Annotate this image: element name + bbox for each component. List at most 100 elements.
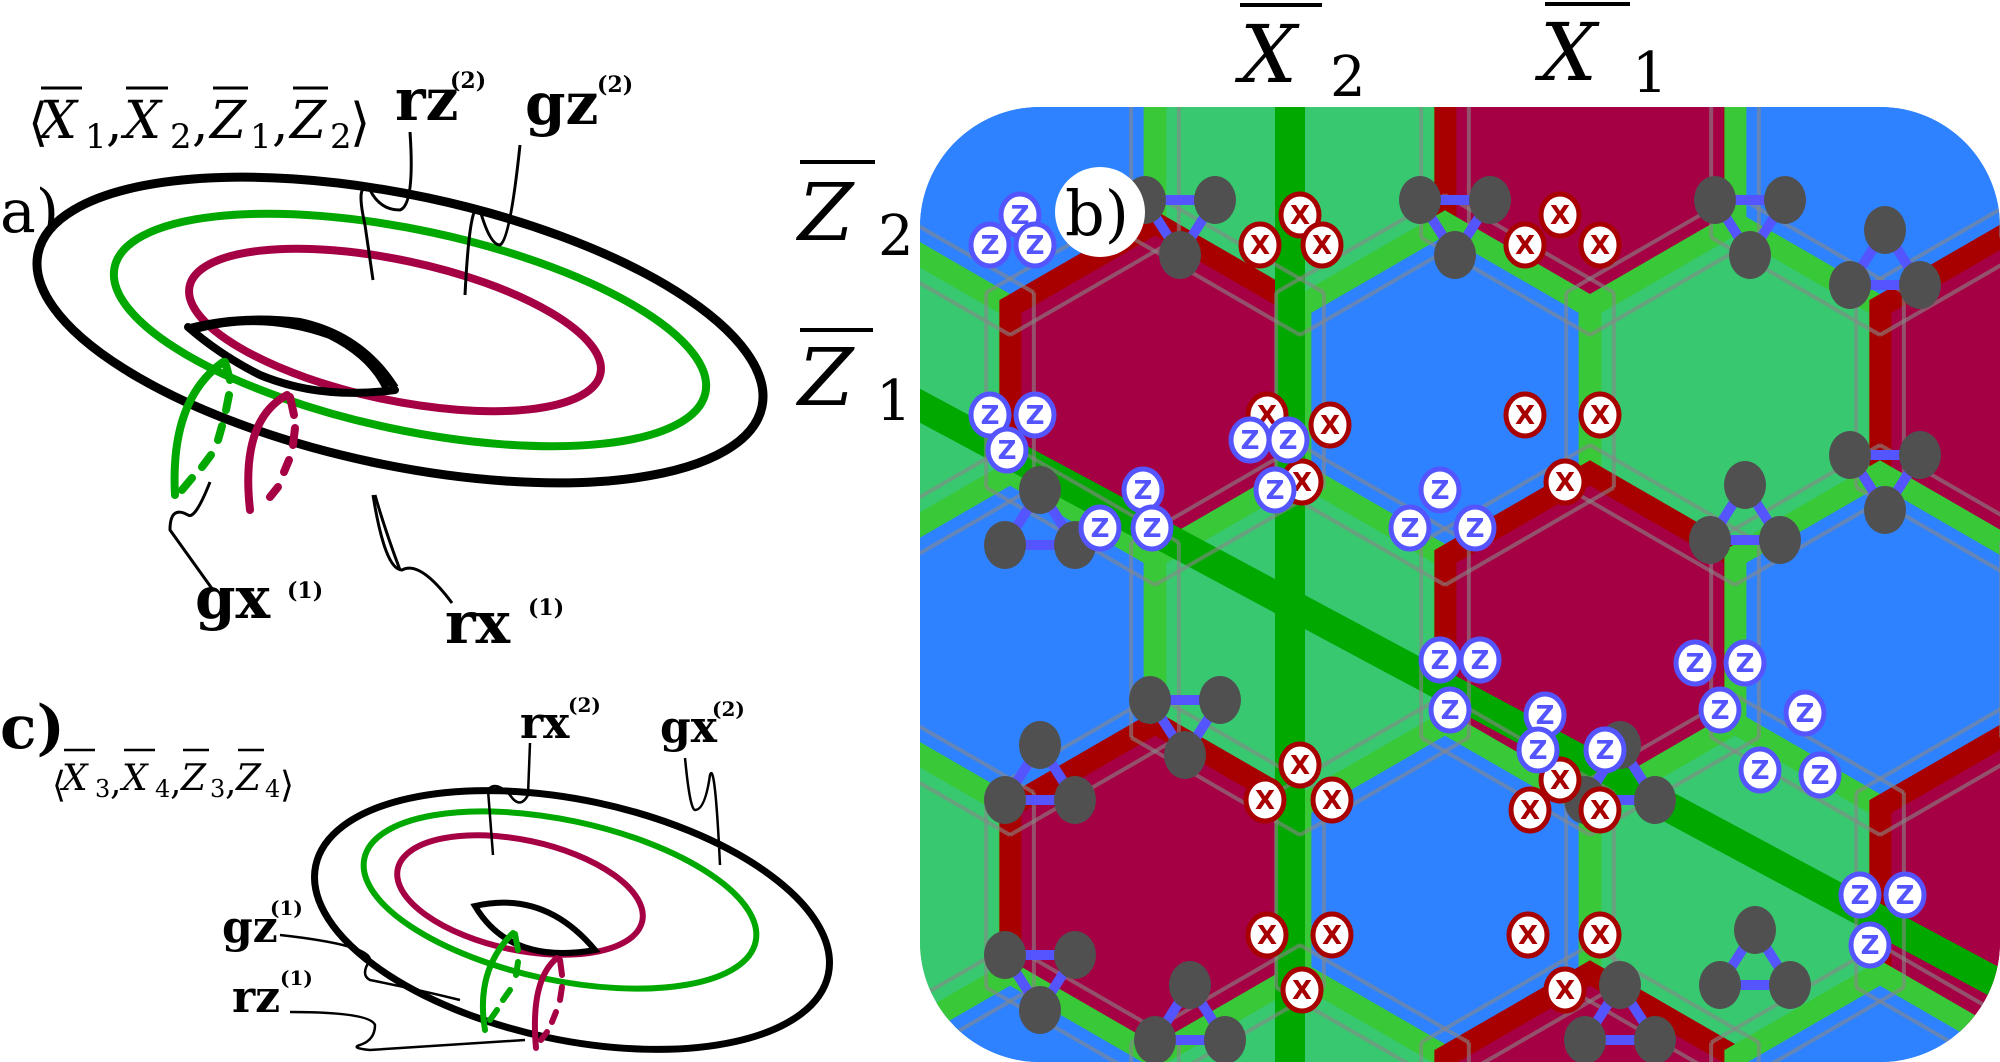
svg-text:X: X: [1550, 201, 1570, 231]
z-qubit-marker: Z: [1266, 416, 1310, 464]
svg-text:,: ,: [192, 93, 209, 153]
svg-text:X: X: [1515, 231, 1535, 261]
z-qubit-marker: Z: [1516, 726, 1560, 774]
svg-text:(1): (1): [270, 896, 303, 920]
svg-text:Z: Z: [1796, 699, 1815, 729]
svg-text:X: X: [1515, 401, 1535, 431]
svg-text:1: 1: [250, 117, 272, 157]
rz1-leader: [289, 1010, 526, 1052]
rz1-curve: [531, 955, 560, 1051]
svg-text:(2): (2): [568, 693, 601, 717]
torus-c-outline: [311, 787, 833, 1053]
svg-text:,: ,: [106, 93, 123, 153]
svg-text:gz: gz: [222, 902, 278, 953]
x-qubit-marker: X: [1308, 401, 1352, 449]
x-qubit-marker: X: [1503, 221, 1547, 269]
svg-text:X: X: [1255, 786, 1275, 816]
svg-text:X: X: [1320, 411, 1340, 441]
svg-text:Z: Z: [795, 166, 855, 259]
svg-text:Z: Z: [1851, 881, 1870, 911]
label-gx2: gx (2): [660, 697, 745, 753]
panel-a-generators: ⟨ X 1 , X 2 , Z 1 , Z 2 ⟩: [28, 86, 370, 157]
x-qubit-marker: X: [1310, 911, 1354, 959]
svg-text:rz: rz: [395, 66, 459, 134]
gx1-leader: [168, 481, 215, 591]
svg-text:Z: Z: [1431, 646, 1450, 676]
svg-text:Z: Z: [235, 758, 262, 799]
rz2-curve: [185, 244, 605, 416]
z-qubit-marker: Z: [1121, 466, 1165, 514]
svg-text:Z: Z: [180, 758, 207, 799]
svg-text:X: X: [1290, 201, 1310, 231]
svg-text:Z: Z: [1134, 476, 1153, 506]
x-qubit-marker: X: [1578, 786, 1622, 834]
svg-text:gz: gz: [525, 70, 599, 138]
rx1-leader: [371, 494, 454, 604]
svg-text:X: X: [1590, 401, 1610, 431]
svg-text:Z: Z: [1811, 761, 1830, 791]
svg-text:Z: Z: [981, 401, 1000, 431]
svg-text:,: ,: [272, 93, 289, 153]
svg-text:X: X: [1534, 6, 1600, 99]
svg-text:X: X: [1590, 921, 1610, 951]
logical-x1-label: X 1: [1534, 2, 1668, 106]
z-qubit-marker: Z: [1838, 871, 1882, 919]
x-qubit-marker: X: [1578, 221, 1622, 269]
svg-text:Z: Z: [998, 436, 1017, 466]
x-qubit-marker: X: [1243, 776, 1287, 824]
logical-z1-label: Z 1: [795, 328, 912, 434]
x-qubit-marker: X: [1578, 391, 1622, 439]
z-qubit-marker: Z: [1723, 639, 1767, 687]
gz1-curve: [479, 930, 516, 1033]
svg-text:X: X: [1518, 921, 1538, 951]
svg-text:Z: Z: [1686, 649, 1705, 679]
svg-text:2: 2: [170, 117, 192, 157]
svg-text:4: 4: [155, 775, 170, 803]
svg-text:,: ,: [170, 762, 181, 803]
z-qubit-marker: Z: [1698, 686, 1742, 734]
svg-text:X: X: [1550, 766, 1570, 796]
rx2-curve: [394, 832, 646, 958]
svg-text:4: 4: [265, 775, 280, 803]
svg-text:1: 1: [876, 369, 912, 434]
svg-text:,: ,: [110, 762, 121, 803]
svg-text:rx: rx: [445, 589, 511, 657]
rx1-curve: [244, 391, 291, 514]
svg-text:Z: Z: [1026, 401, 1045, 431]
svg-text:(2): (2): [597, 72, 633, 98]
x-qubit-marker: X: [1538, 756, 1582, 804]
gx1-curve: [170, 358, 227, 499]
svg-text:X: X: [1555, 468, 1575, 498]
z-qubit-marker: Z: [1228, 416, 1272, 464]
svg-text:Z: Z: [1266, 476, 1285, 506]
svg-text:Z: Z: [1471, 646, 1490, 676]
x-qubit-marker: X: [1508, 786, 1552, 834]
svg-text:⟨: ⟨: [28, 93, 48, 153]
svg-text:Z: Z: [1011, 201, 1030, 231]
z-qubit-marker: Z: [1583, 726, 1627, 774]
z-qubit-marker: Z: [1013, 221, 1057, 269]
svg-text:X: X: [1590, 796, 1610, 826]
z-qubit-marker: Z: [1453, 504, 1497, 552]
z-qubit-marker: Z: [1798, 751, 1842, 799]
label-rz1: rz (1): [232, 966, 313, 1023]
z-qubit-marker: Z: [1883, 871, 1927, 919]
svg-text:Z: Z: [1279, 426, 1298, 456]
svg-text:,: ,: [225, 762, 236, 803]
svg-text:X: X: [59, 758, 89, 799]
panel-c-generators: ⟨ X 3 , X 4 , Z 3 , Z 4 ⟩: [52, 748, 294, 806]
svg-text:(2): (2): [450, 68, 486, 94]
svg-text:(1): (1): [528, 595, 564, 621]
svg-text:(1): (1): [287, 578, 323, 604]
z-qubit-marker: Z: [1523, 691, 1567, 739]
z-qubit-marker: Z: [1418, 636, 1462, 684]
svg-text:Z: Z: [1861, 931, 1880, 961]
svg-text:X: X: [120, 91, 163, 151]
x-qubit-marker: X: [1245, 911, 1289, 959]
label-rx2: rx (2): [520, 693, 601, 749]
svg-text:2: 2: [878, 204, 914, 269]
svg-text:rx: rx: [520, 698, 570, 749]
z-qubit-marker: Z: [1673, 639, 1717, 687]
svg-text:X: X: [1520, 796, 1540, 826]
